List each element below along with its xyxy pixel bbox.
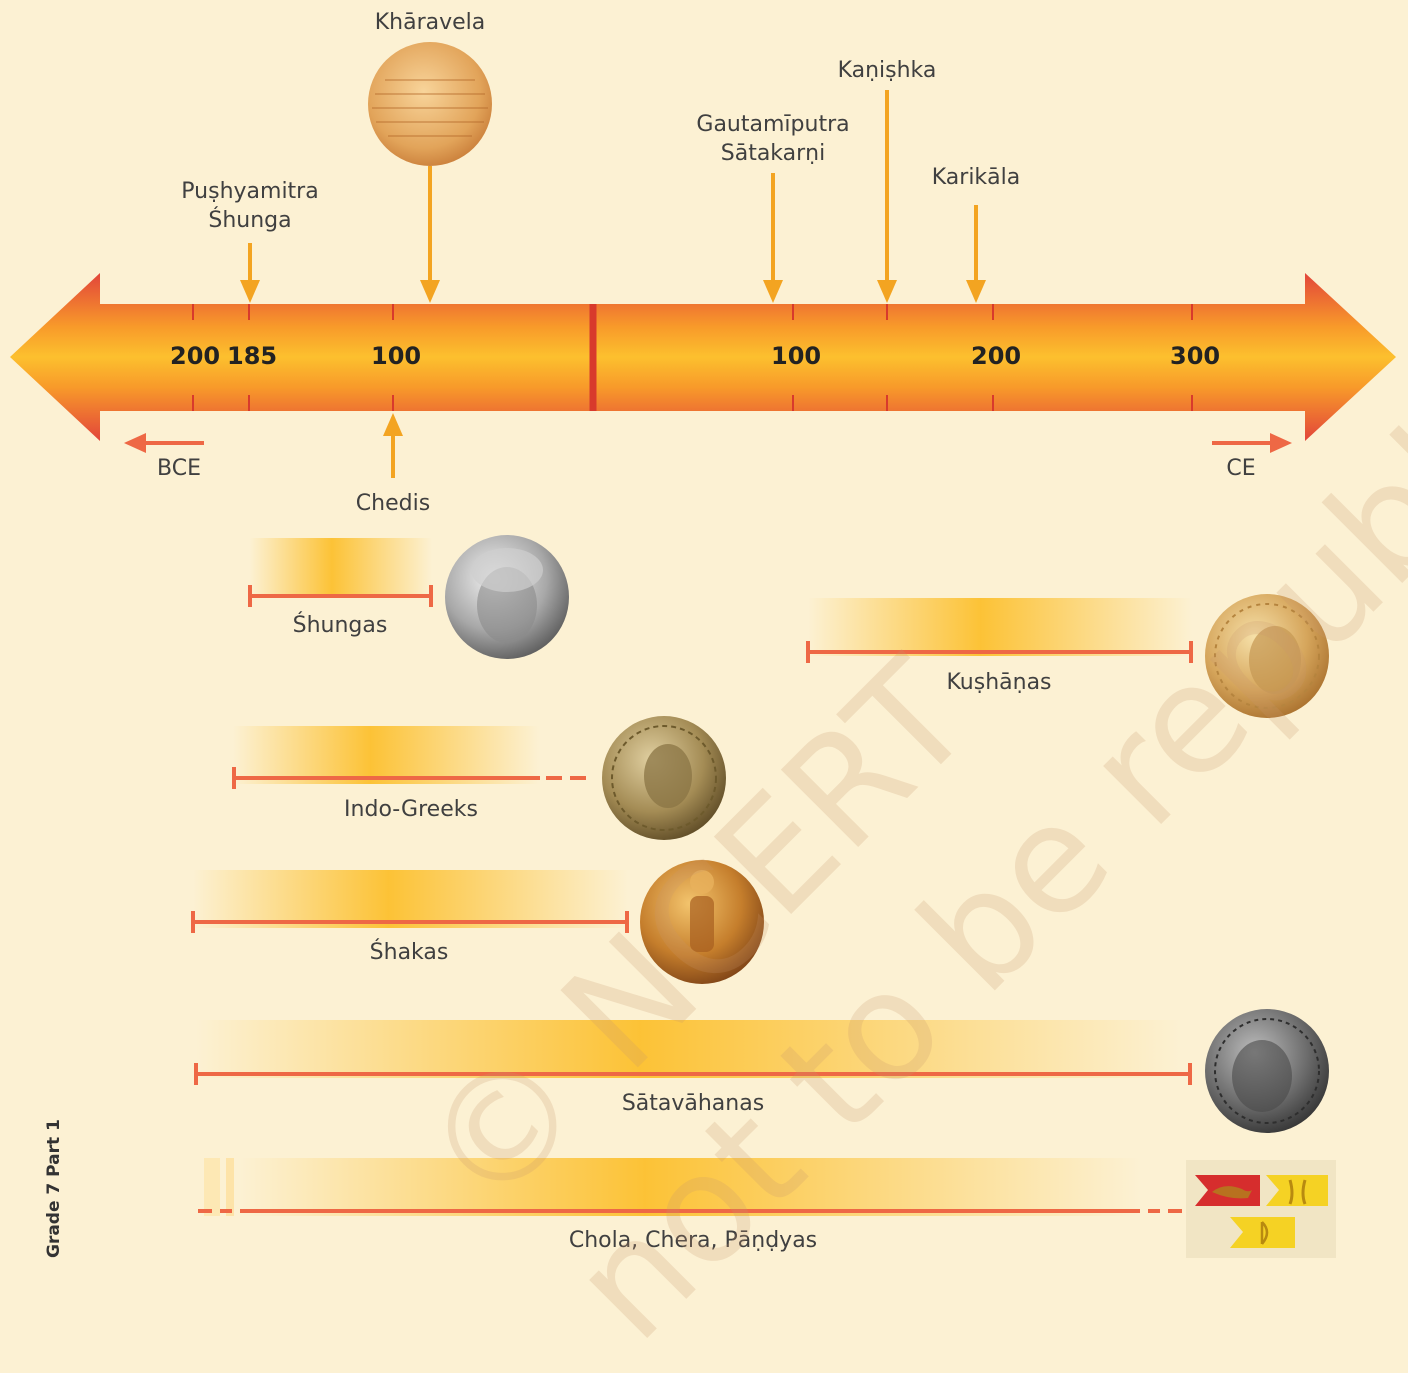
dynasty-emblems-image (1186, 1160, 1336, 1258)
year-200-bce: 200 (170, 342, 220, 370)
bce-label: BCE (139, 454, 219, 483)
bce-direction-arrow (124, 433, 204, 453)
gautamiputra-label: Gautamīputra Sātakarṇi (663, 110, 883, 168)
shakas-band (193, 870, 628, 928)
year-100-ce: 100 (771, 342, 821, 370)
shakas-label: Śhakas (339, 938, 479, 967)
chola-band-start (204, 1158, 220, 1216)
year-300-ce: 300 (1170, 342, 1220, 370)
shungas-band (250, 538, 432, 596)
satavahanas-coin-image (1205, 1009, 1329, 1133)
year-200-ce: 200 (971, 342, 1021, 370)
kharavela-pointer (420, 166, 440, 303)
year-100-bce: 100 (371, 342, 421, 370)
chola-band-start2 (226, 1158, 234, 1216)
shungas-label: Śhungas (270, 611, 410, 640)
chedis-label: Chedis (323, 489, 463, 518)
ce-direction-arrow (1212, 433, 1292, 453)
kharavela-label: Khāravela (350, 8, 510, 37)
pushyamitra-label: Puṣhyamitra Śhunga (150, 177, 350, 235)
kanishka-label: Kaṇiṣhka (807, 56, 967, 85)
grade-part-tag: Grade 7 Part 1 (44, 1119, 64, 1258)
pushyamitra-pointer (240, 243, 260, 303)
gautamiputra-pointer (763, 173, 783, 303)
chedis-pointer (383, 413, 403, 478)
karikala-pointer (966, 205, 986, 303)
year-185-bce: 185 (227, 342, 277, 370)
indo-greeks-band (233, 726, 539, 784)
indo-greeks-label: Indo-Greeks (311, 795, 511, 824)
karikala-label: Karikāla (896, 163, 1056, 192)
kharavela-inscription-image (368, 42, 492, 166)
shungas-coin-image (445, 535, 569, 659)
ce-label: CE (1211, 454, 1271, 483)
